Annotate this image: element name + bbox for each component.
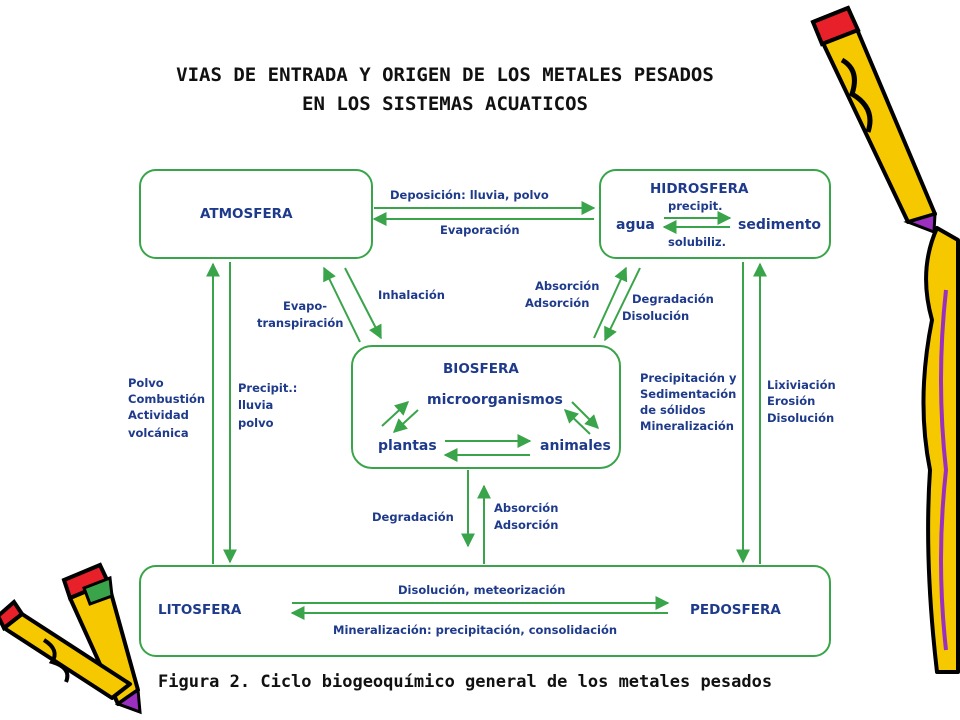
hidrosfera-label: HIDROSFERA	[650, 181, 749, 197]
label-absorcion-bottom-1: Absorción	[494, 501, 558, 515]
label-deposicion: Deposición: lluvia, polvo	[390, 188, 549, 202]
label-polvo-3: Actividad	[128, 408, 189, 422]
pencil-clipart-right-icon	[921, 226, 960, 674]
label-degradacion-bottom: Degradación	[372, 510, 454, 524]
label-polvo-1: Polvo	[128, 376, 164, 390]
hidro-precipit: precipit.	[668, 199, 723, 213]
title-line-1: VIAS DE ENTRADA Y ORIGEN DE LOS METALES …	[176, 64, 714, 86]
hidro-agua: agua	[616, 217, 655, 233]
label-degradacion-top-2: Disolución	[622, 309, 689, 323]
pencil-clipart-bottom-left-icon	[0, 562, 142, 715]
hidrosfera-box	[599, 169, 831, 259]
label-precip-sed-2: Sedimentación	[640, 387, 736, 401]
label-precip-2: lluvia	[238, 398, 273, 412]
hidro-sedimento: sedimento	[738, 217, 821, 233]
label-absorcion-top-1: Absorción	[535, 279, 599, 293]
arrow-plantas-micro	[381, 401, 410, 427]
label-degradacion-top-1: Degradación	[632, 292, 714, 306]
bio-microorganismos: microorganismos	[427, 392, 563, 408]
label-evapo-1: Evapo-	[283, 299, 327, 313]
arrow-animales-micro	[563, 409, 591, 435]
litosfera-label: LITOSFERA	[158, 602, 242, 618]
label-precip-sed-4: Mineralización	[640, 419, 734, 433]
label-lixiv-3: Disolución	[767, 411, 834, 425]
label-polvo-2: Combustión	[128, 392, 205, 406]
biosfera-box	[351, 345, 621, 469]
label-precip-3: polvo	[238, 416, 274, 430]
label-absorcion-bottom-2: Adsorción	[494, 518, 558, 532]
arrow-inhalacion	[344, 267, 382, 340]
arrow-degradacion-top	[604, 267, 641, 342]
hidro-solubiliz: solubiliz.	[668, 235, 726, 249]
title-line-2: EN LOS SISTEMAS ACUATICOS	[302, 93, 588, 115]
arrow-absorcion-top	[593, 266, 628, 339]
label-polvo-4: volcánica	[128, 426, 189, 440]
pedosfera-label: PEDOSFERA	[690, 602, 781, 618]
label-absorcion-top-2: Adsorción	[525, 296, 589, 310]
arrow-micro-plantas	[392, 409, 419, 433]
label-disolucion-meteor: Disolución, meteorización	[398, 583, 565, 597]
label-evapo-2: transpiración	[257, 316, 343, 330]
figure-caption: Figura 2. Ciclo biogeoquímico general de…	[158, 672, 773, 692]
biosfera-label: BIOSFERA	[443, 361, 519, 377]
label-precip-sed-1: Precipitación y	[640, 371, 737, 385]
litosfera-pedosfera-box	[139, 565, 831, 657]
label-evaporacion: Evaporación	[440, 223, 520, 237]
bio-animales: animales	[540, 438, 611, 454]
label-lixiv-2: Erosión	[767, 394, 815, 408]
label-precip-1: Precipit.:	[238, 381, 297, 395]
arrow-micro-animales	[571, 401, 599, 429]
label-precip-sed-3: de sólidos	[640, 403, 706, 417]
pencil-clipart-top-icon	[810, 5, 937, 235]
bio-plantas: plantas	[378, 438, 437, 454]
label-lixiv-1: Lixiviación	[767, 378, 836, 392]
label-inhalacion: Inhalación	[378, 288, 445, 302]
arrow-evapotranspiracion	[323, 266, 361, 343]
atmosfera-label: ATMOSFERA	[200, 206, 293, 222]
atmosfera-box	[139, 169, 373, 259]
label-mineralizacion: Mineralización: precipitación, consolida…	[333, 623, 617, 637]
